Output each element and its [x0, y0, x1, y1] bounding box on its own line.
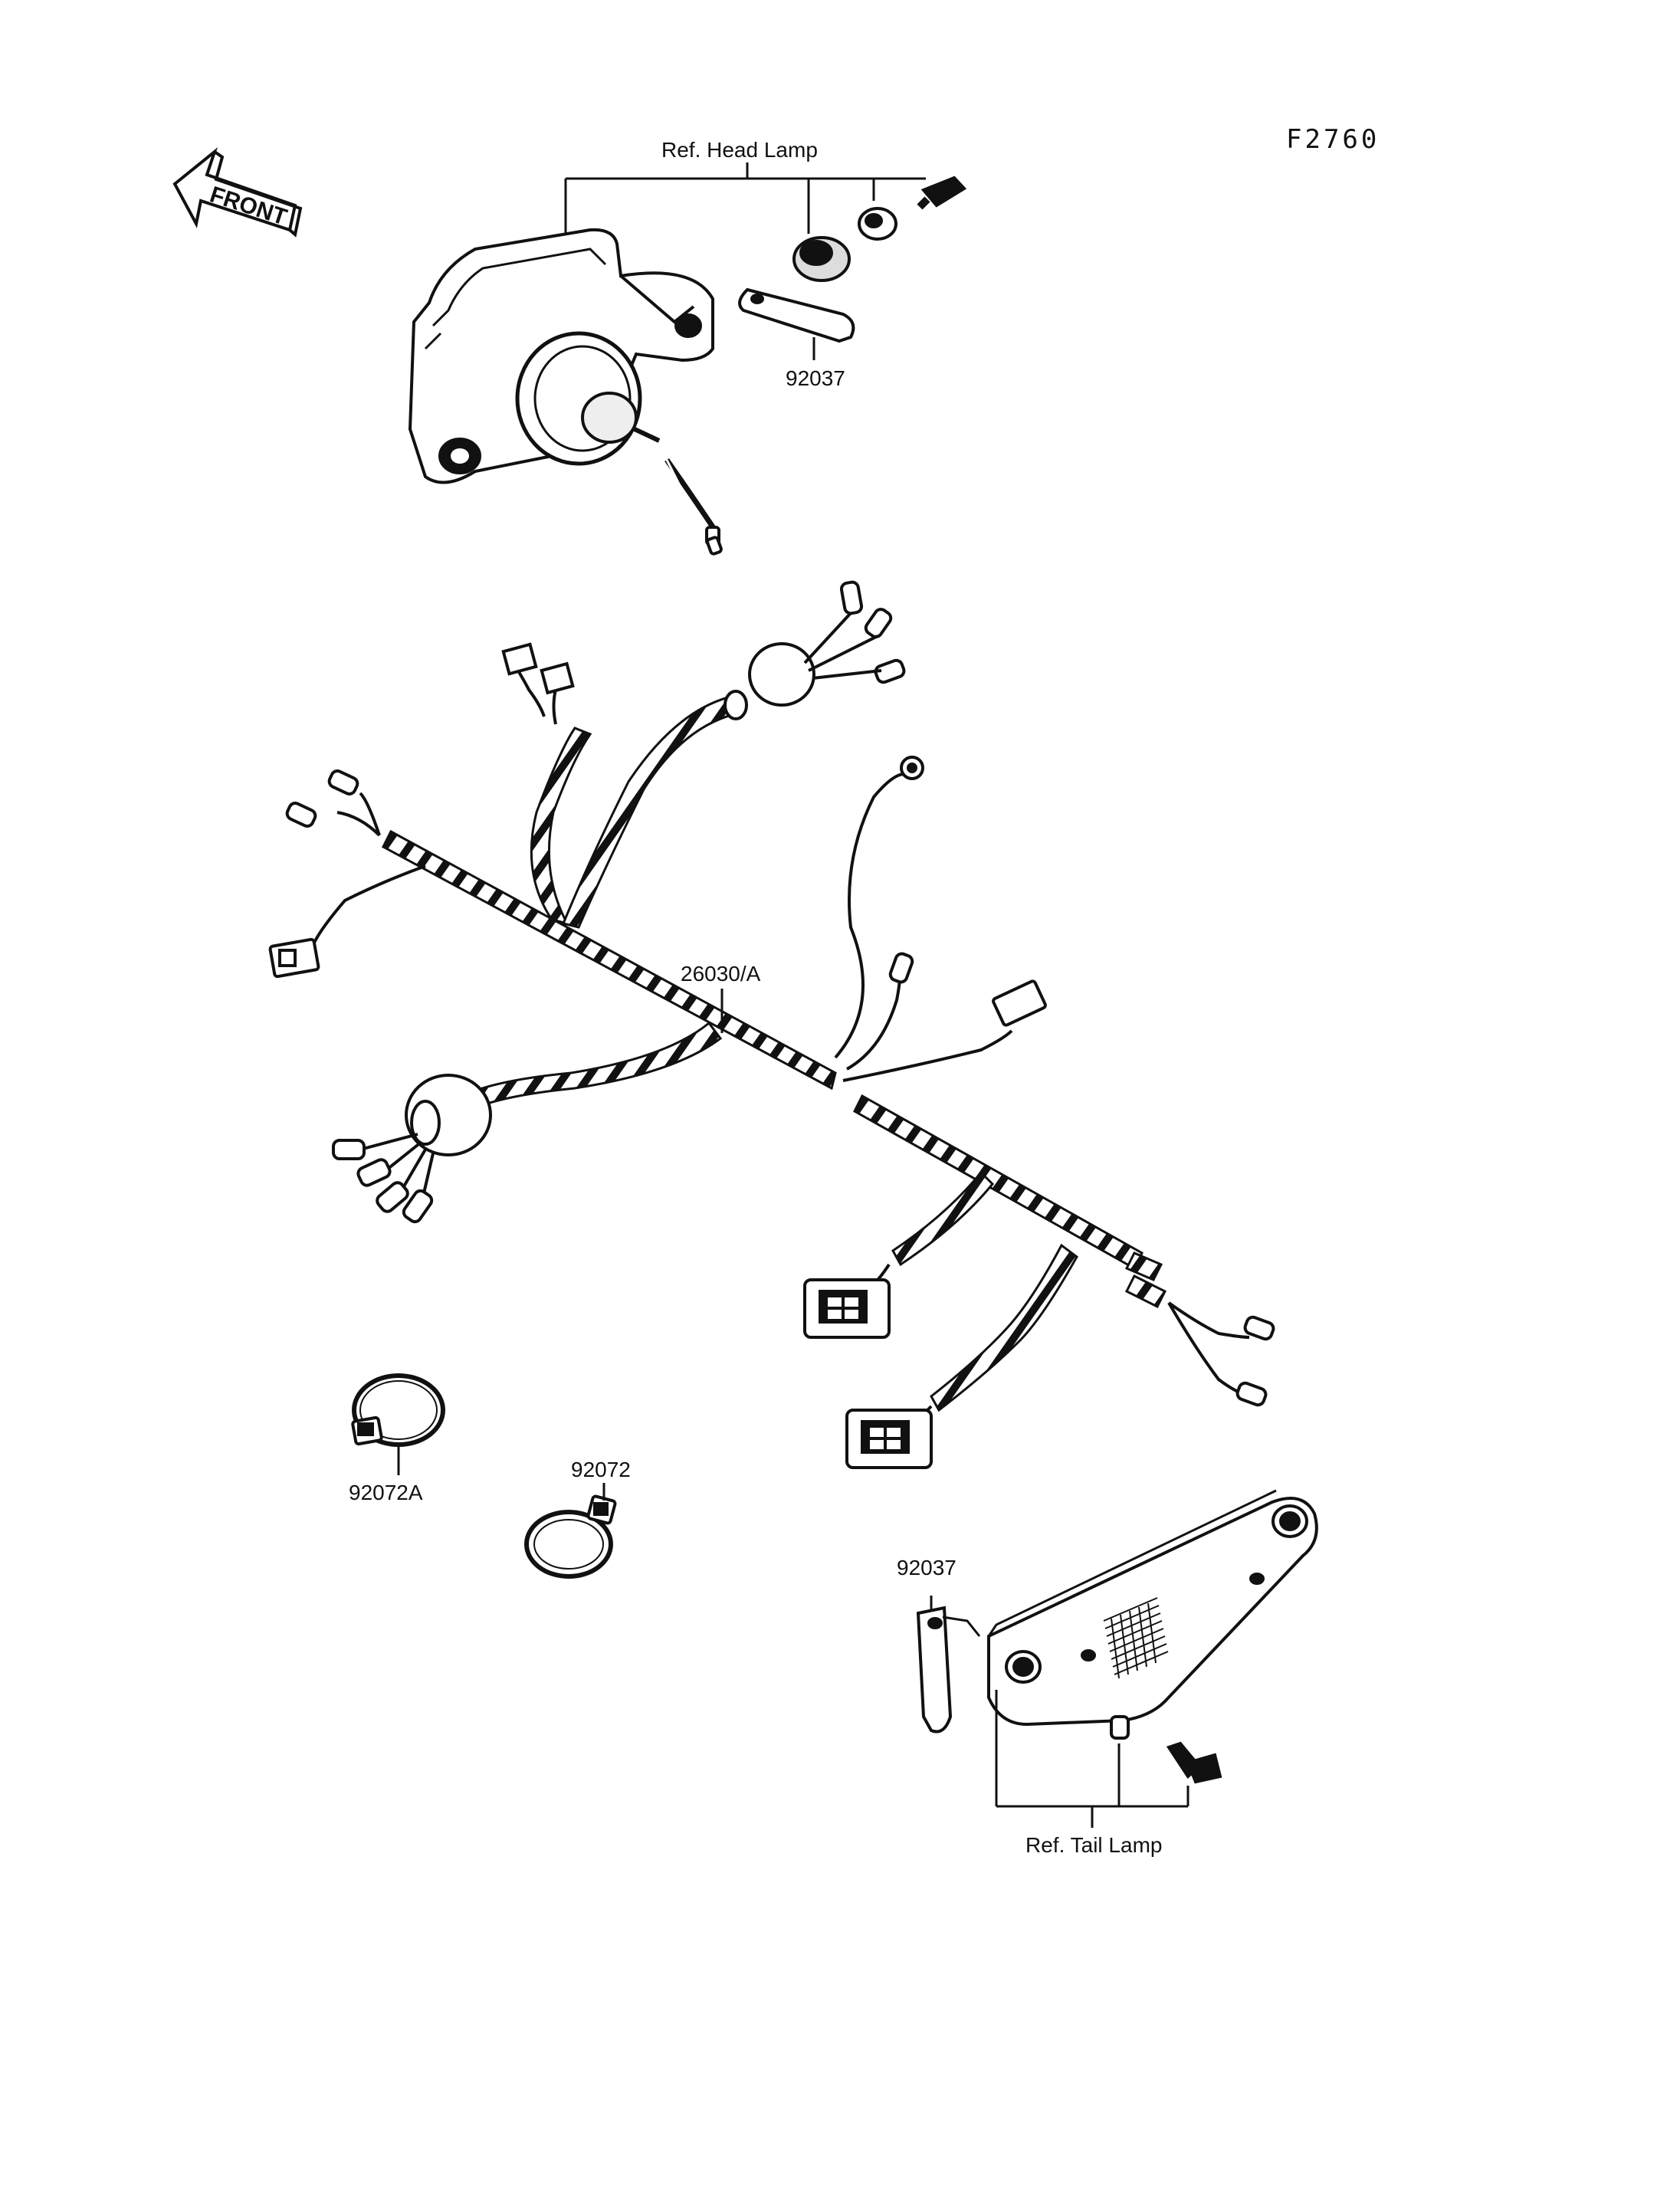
tail-lamp-reference-label: Ref. Tail Lamp: [1025, 1833, 1163, 1857]
main-wiring-harness: [382, 696, 1167, 1412]
tail-collar-part: [1110, 1715, 1130, 1740]
tail-lamp-reference-leader: [995, 1690, 1189, 1828]
collar-part: [858, 207, 897, 241]
front-direction-arrow-icon: FRONT: [172, 147, 303, 238]
tail-bolt-part: [1166, 1741, 1222, 1784]
ring-terminal-icon: [900, 756, 924, 780]
bolt-part: [917, 175, 967, 210]
tail-lamp-assembly: [987, 1489, 1318, 1727]
harness-grommet-icon: [405, 642, 815, 1156]
main-harness-part-number: 26030/A: [681, 962, 761, 986]
clamp-a-part-number: 92072A: [349, 1481, 423, 1504]
bundled-leads: [332, 612, 882, 1224]
head-lamp-reference-leader: [564, 162, 926, 239]
clamp-a-part: [351, 1373, 445, 1447]
clamp-part: [524, 1494, 617, 1579]
head-lamp-strap-part: [738, 287, 855, 343]
flag-terminal-icon: [501, 642, 575, 695]
head-lamp-strap-part-number: 92037: [786, 366, 845, 390]
clamp-part-number: 92072: [571, 1458, 631, 1481]
grommet-part: [792, 236, 851, 282]
bullet-connector-icon: [285, 580, 1275, 1407]
tail-lamp-strap-part: [916, 1606, 981, 1734]
head-lamp-reference-label: Ref. Head Lamp: [661, 138, 818, 162]
figure-code: F2760: [1286, 124, 1380, 155]
head-lamp-assembly: [408, 228, 723, 556]
tail-lamp-strap-part-number: 92037: [897, 1556, 956, 1579]
multi-pin-connector-icon: [268, 937, 1047, 1469]
